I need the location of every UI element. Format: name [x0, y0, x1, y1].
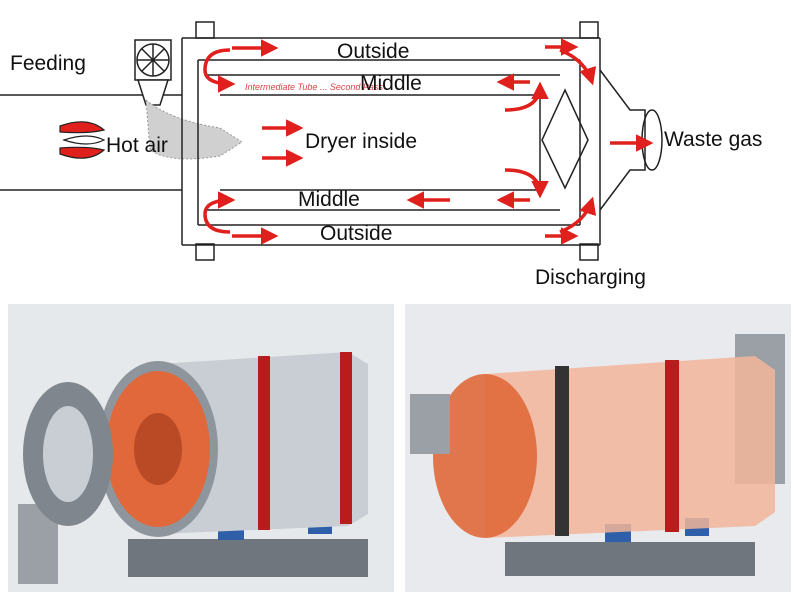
inner-tube-caption: Intermediate Tube ... Second Pass	[245, 82, 383, 92]
label-middle-top: Middle	[360, 72, 422, 95]
label-outside-bottom: Outside	[320, 222, 392, 245]
label-waste-gas: Waste gas	[664, 128, 762, 151]
label-dryer-inside: Dryer inside	[305, 130, 417, 153]
label-outside-top: Outside	[337, 40, 409, 63]
label-feeding: Feeding	[10, 52, 86, 75]
dryer-render-cutaway	[8, 304, 394, 592]
label-discharging: Discharging	[535, 266, 646, 289]
flow-arrows	[203, 38, 654, 245]
material-stream	[145, 98, 243, 160]
three-pass-dryer-diagram: Feeding Hot air Outside Intermediate Tub…	[0, 21, 762, 289]
feeding-hopper	[134, 39, 172, 106]
dryer-render-transparent	[405, 304, 791, 592]
label-hot-air: Hot air	[106, 134, 168, 157]
hot-air-flame-icon	[59, 121, 106, 159]
label-middle-bottom: Middle	[298, 188, 360, 211]
dryer-drum	[181, 21, 663, 261]
